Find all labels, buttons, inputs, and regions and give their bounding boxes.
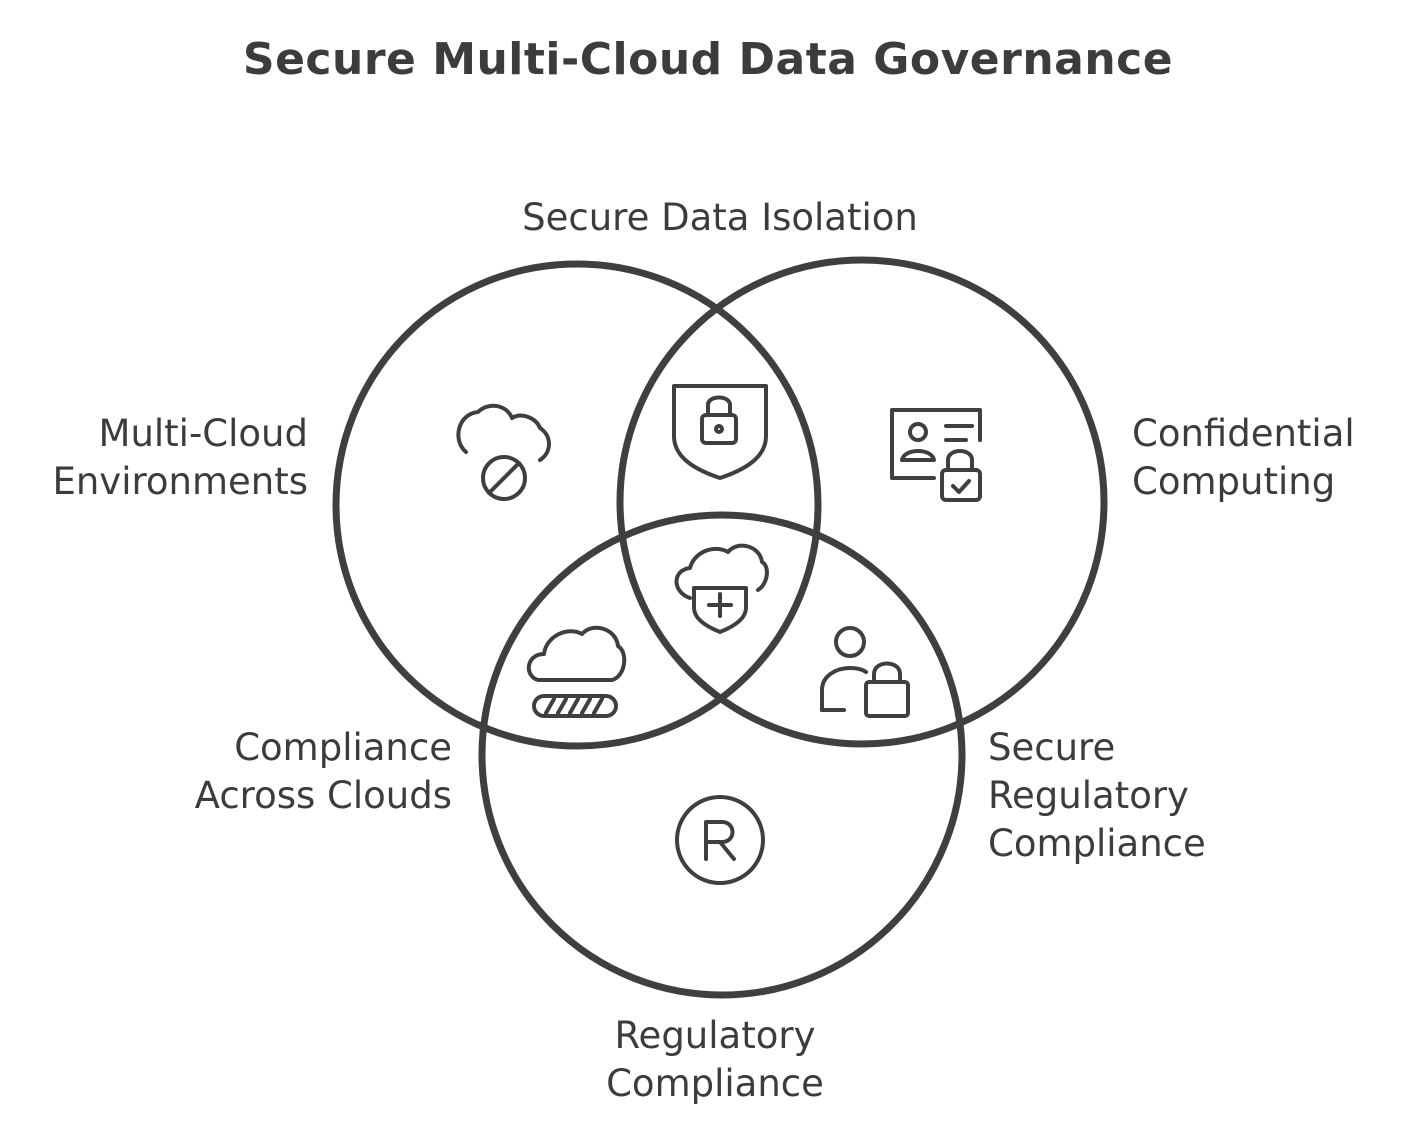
circle-multi-cloud (332, 260, 822, 750)
user-lock-icon (820, 626, 910, 718)
label-line: Compliance (988, 822, 1206, 865)
label-confidential-computing: Confidential Computing (1132, 410, 1402, 506)
label-line: Multi-Cloud (98, 412, 308, 455)
id-card-lock-icon (890, 408, 982, 502)
cloud-progress-icon (527, 625, 627, 718)
label-line: Regulatory (614, 1014, 816, 1057)
label-secure-regulatory-compliance: Secure Regulatory Compliance (988, 724, 1278, 868)
label-line: Regulatory (988, 774, 1189, 817)
registered-mark-icon (675, 795, 765, 885)
label-line: Confidential (1132, 412, 1355, 455)
label-line: Compliance (606, 1062, 824, 1105)
label-compliance-across-clouds: Compliance Across Clouds (150, 724, 452, 820)
label-line: Environments (52, 460, 308, 503)
label-secure-data-isolation: Secure Data Isolation (460, 194, 980, 242)
label-line: Secure Data Isolation (522, 196, 918, 239)
cloud-shield-icon (674, 543, 769, 634)
label-regulatory-compliance: Regulatory Compliance (560, 1012, 870, 1108)
circle-regulatory-compliance (478, 511, 966, 999)
label-line: Computing (1132, 460, 1336, 503)
label-multi-cloud-environments: Multi-Cloud Environments (20, 410, 308, 506)
cloud-blocked-icon (456, 403, 551, 501)
diagram-title: Secure Multi-Cloud Data Governance (242, 34, 1174, 85)
circle-confidential-computing (616, 256, 1108, 748)
shield-lock-icon (672, 384, 768, 480)
label-line: Secure (988, 726, 1116, 769)
label-line: Across Clouds (194, 774, 452, 817)
label-line: Compliance (234, 726, 452, 769)
